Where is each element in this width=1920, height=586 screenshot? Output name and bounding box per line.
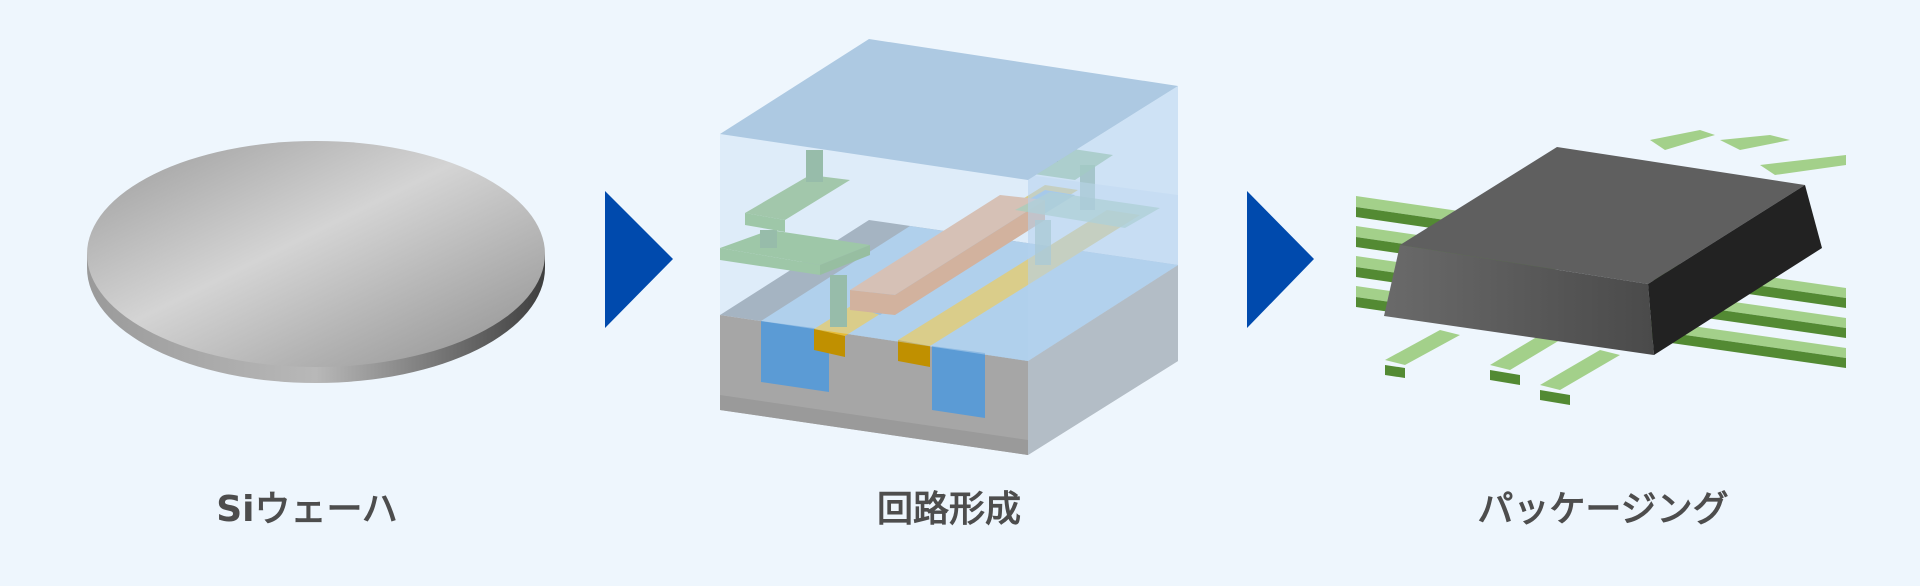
circuit-formation-block [720,39,1178,455]
step-label-circuit-formation: 回路形成 [876,489,1021,530]
arrow-right-icon [605,191,673,328]
package-chip [1356,130,1846,405]
si-wafer [87,141,545,383]
step-label-packaging: パッケージング [1477,489,1729,530]
step-label-si-wafer: Siウェーハ [216,489,398,530]
arrow-right-icon [1247,191,1314,328]
